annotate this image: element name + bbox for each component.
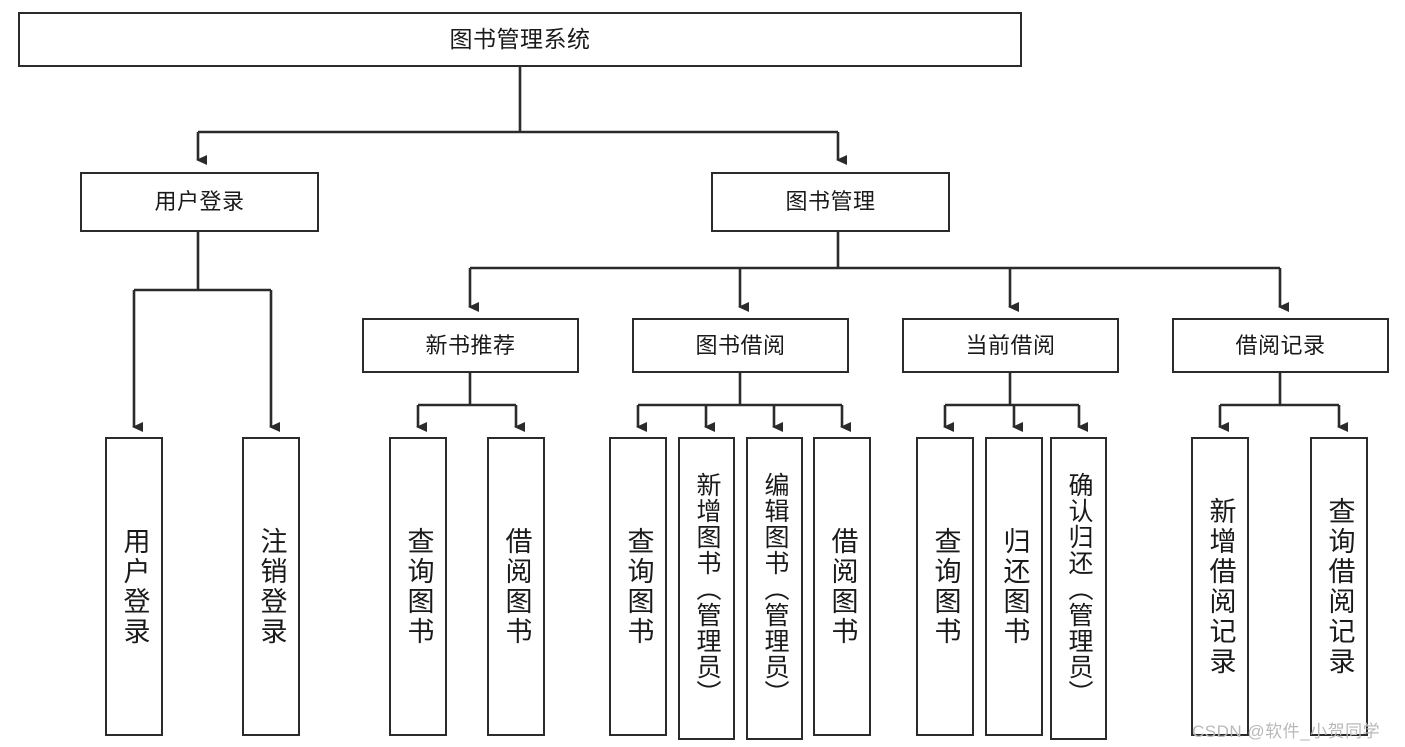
node-label: 图书管理 <box>785 189 876 215</box>
leaf-query-borrow-record[interactable]: 查询借阅记录 <box>1310 437 1368 736</box>
node-label: 借阅记录 <box>1235 332 1326 358</box>
node-label: 当前借阅 <box>965 332 1056 358</box>
node-user-login[interactable]: 用户登录 <box>80 172 319 232</box>
node-label: 归还图书 <box>999 526 1030 647</box>
node-borrow-record[interactable]: 借阅记录 <box>1172 318 1389 373</box>
leaf-borrow-book-recommend[interactable]: 借阅图书 <box>487 437 545 736</box>
leaf-borrow-book[interactable]: 借阅图书 <box>813 437 871 736</box>
node-root-system[interactable]: 图书管理系统 <box>18 12 1022 67</box>
csdn-watermark: CSDN @软件_小贺同学 <box>1192 722 1381 741</box>
node-label: 图书借阅 <box>695 332 786 358</box>
leaf-query-book-recommend[interactable]: 查询图书 <box>389 437 447 736</box>
node-current-borrow[interactable]: 当前借阅 <box>902 318 1119 373</box>
leaf-user-logout[interactable]: 注销登录 <box>242 437 300 736</box>
node-label: 新增图书（管理员） <box>693 471 721 706</box>
node-book-borrow[interactable]: 图书借阅 <box>632 318 849 373</box>
node-new-book-recommend[interactable]: 新书推荐 <box>362 318 579 373</box>
node-label: 确认归还（管理员） <box>1065 471 1093 706</box>
node-label: 查询图书 <box>403 526 434 647</box>
leaf-query-book-current[interactable]: 查询图书 <box>916 437 974 736</box>
leaf-confirm-return-admin[interactable]: 确认归还（管理员） <box>1050 437 1107 740</box>
node-label: 查询借阅记录 <box>1324 496 1355 677</box>
leaf-edit-book-admin[interactable]: 编辑图书（管理员） <box>746 437 803 740</box>
node-label: 用户登录 <box>119 526 150 647</box>
node-label: 新书推荐 <box>425 332 516 358</box>
leaf-user-login[interactable]: 用户登录 <box>105 437 163 736</box>
node-label: 借阅图书 <box>827 526 858 647</box>
leaf-return-book[interactable]: 归还图书 <box>985 437 1043 736</box>
leaf-query-book-borrow[interactable]: 查询图书 <box>609 437 667 736</box>
node-label: 注销登录 <box>256 526 287 647</box>
node-label: 借阅图书 <box>501 526 532 647</box>
node-label: 编辑图书（管理员） <box>761 471 789 706</box>
node-label: 新增借阅记录 <box>1205 496 1236 677</box>
node-label: 查询图书 <box>623 526 654 647</box>
leaf-add-borrow-record[interactable]: 新增借阅记录 <box>1191 437 1249 736</box>
node-label: 用户登录 <box>154 189 245 215</box>
leaf-add-book-admin[interactable]: 新增图书（管理员） <box>678 437 735 740</box>
node-book-management[interactable]: 图书管理 <box>711 172 950 232</box>
node-label: 查询图书 <box>930 526 961 647</box>
node-label: 图书管理系统 <box>449 26 591 53</box>
